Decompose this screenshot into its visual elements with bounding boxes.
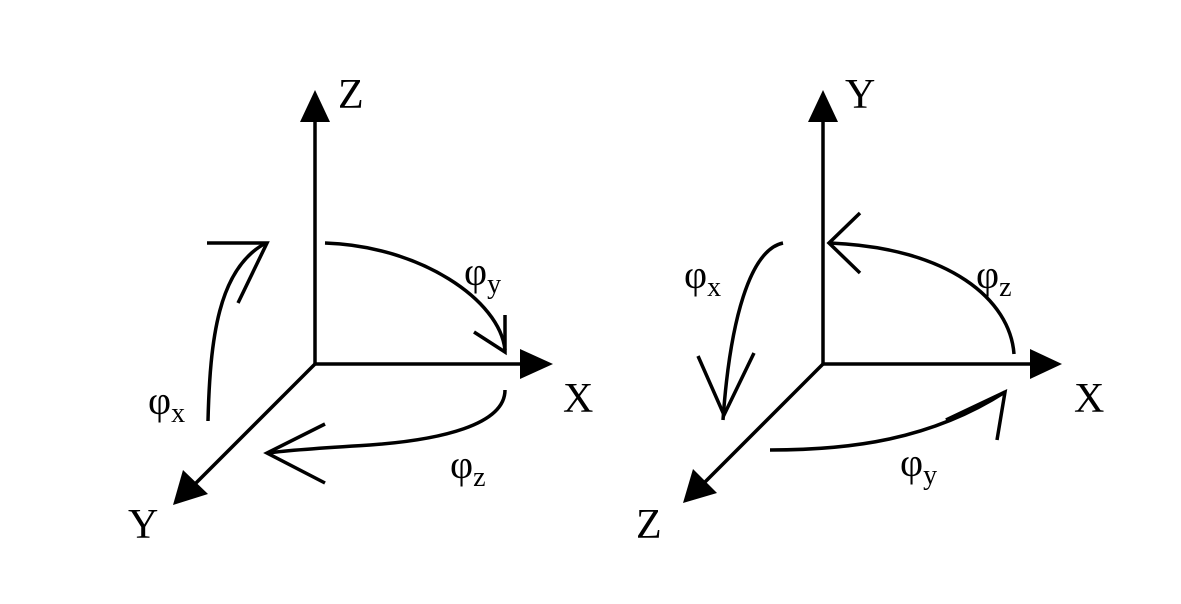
right-phi-z-label: φz xyxy=(976,252,1012,303)
left-phi-x-rotation-arrow xyxy=(206,241,270,422)
right-y-label: Y xyxy=(845,72,875,118)
right-z-label: Z xyxy=(636,502,662,548)
left-y-axis xyxy=(193,362,317,486)
right-phi-x-label: φx xyxy=(684,252,721,303)
right-z-axis xyxy=(702,362,825,485)
right-x-label: X xyxy=(1074,376,1104,422)
right-phi-x-rotation-arrow xyxy=(696,241,784,421)
left-z-label: Z xyxy=(338,72,364,118)
right-phi-y-label: φy xyxy=(900,440,937,491)
left-phi-y-label: φy xyxy=(464,249,501,300)
right-z-arrowhead xyxy=(683,469,717,503)
right-frame: Y X Z φx φz φy xyxy=(636,72,1104,548)
left-z-arrowhead xyxy=(300,90,330,122)
right-phi-z-rotation-arrow xyxy=(826,211,1016,355)
left-frame: Z X Y φx φy φz xyxy=(128,72,593,548)
left-phi-z-rotation-arrow xyxy=(263,389,507,485)
left-phi-z-label: φz xyxy=(450,442,486,493)
right-x-arrowhead xyxy=(1030,349,1062,379)
right-phi-y-rotation-arrow xyxy=(769,388,1008,452)
left-x-label: X xyxy=(563,376,593,422)
left-y-label: Y xyxy=(128,502,158,548)
left-x-arrowhead xyxy=(520,349,553,379)
left-phi-y-rotation-arrow xyxy=(324,241,507,356)
left-y-arrowhead xyxy=(173,470,208,505)
left-phi-x-label: φx xyxy=(148,378,185,429)
right-y-arrowhead xyxy=(808,90,838,122)
